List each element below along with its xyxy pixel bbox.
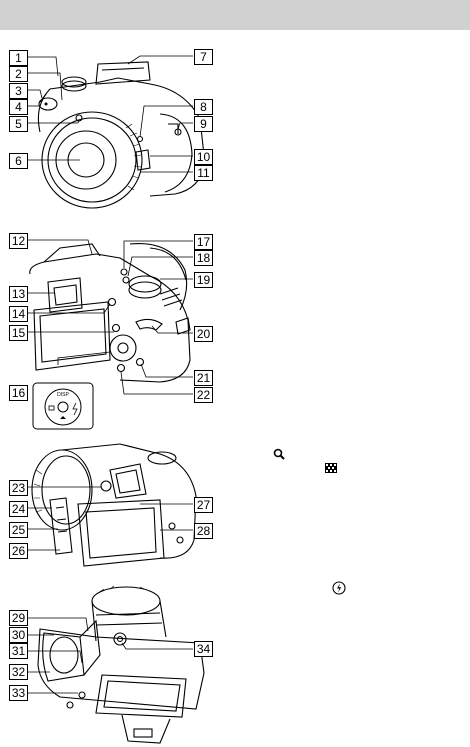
callout-30: 30 bbox=[9, 627, 28, 643]
callout-13: 13 bbox=[9, 286, 28, 302]
callout-26: 26 bbox=[9, 543, 28, 559]
callout-34: 34 bbox=[194, 641, 213, 657]
callout-9: 9 bbox=[194, 116, 213, 132]
callout-18: 18 bbox=[194, 250, 213, 266]
index-grid-icon bbox=[325, 463, 337, 473]
callout-25: 25 bbox=[9, 522, 28, 538]
callout-24: 24 bbox=[9, 501, 28, 517]
callout-27: 27 bbox=[194, 497, 213, 513]
callout-7: 7 bbox=[194, 49, 213, 65]
callout-10: 10 bbox=[194, 149, 213, 165]
zoom-magnifier-icon bbox=[273, 448, 285, 460]
callout-23: 23 bbox=[9, 480, 28, 496]
callout-33: 33 bbox=[9, 685, 28, 701]
callout-6: 6 bbox=[9, 153, 28, 169]
flash-icon bbox=[332, 581, 346, 595]
callout-15: 15 bbox=[9, 325, 28, 341]
callout-1: 1 bbox=[9, 50, 28, 66]
callout-12: 12 bbox=[9, 233, 28, 249]
callout-32: 32 bbox=[9, 664, 28, 680]
callout-17: 17 bbox=[194, 234, 213, 250]
callout-14: 14 bbox=[9, 306, 28, 322]
callout-5: 5 bbox=[9, 116, 28, 132]
callout-21: 21 bbox=[194, 370, 213, 386]
callout-4: 4 bbox=[9, 99, 28, 115]
callout-16: 16 bbox=[9, 385, 28, 401]
callout-20: 20 bbox=[194, 326, 213, 342]
callout-28: 28 bbox=[194, 523, 213, 539]
dial-disp-label: DISP bbox=[57, 392, 69, 398]
callout-8: 8 bbox=[194, 99, 213, 115]
callout-29: 29 bbox=[9, 610, 28, 626]
camera-bottom-figure bbox=[0, 585, 240, 745]
callout-3: 3 bbox=[9, 83, 28, 99]
callout-31: 31 bbox=[9, 643, 28, 659]
control-wheel-inset: DISP bbox=[32, 382, 94, 430]
callout-19: 19 bbox=[194, 272, 213, 288]
section-header-bar bbox=[0, 0, 470, 30]
callout-11: 11 bbox=[194, 165, 213, 181]
callout-2: 2 bbox=[9, 66, 28, 82]
callout-22: 22 bbox=[194, 387, 213, 403]
